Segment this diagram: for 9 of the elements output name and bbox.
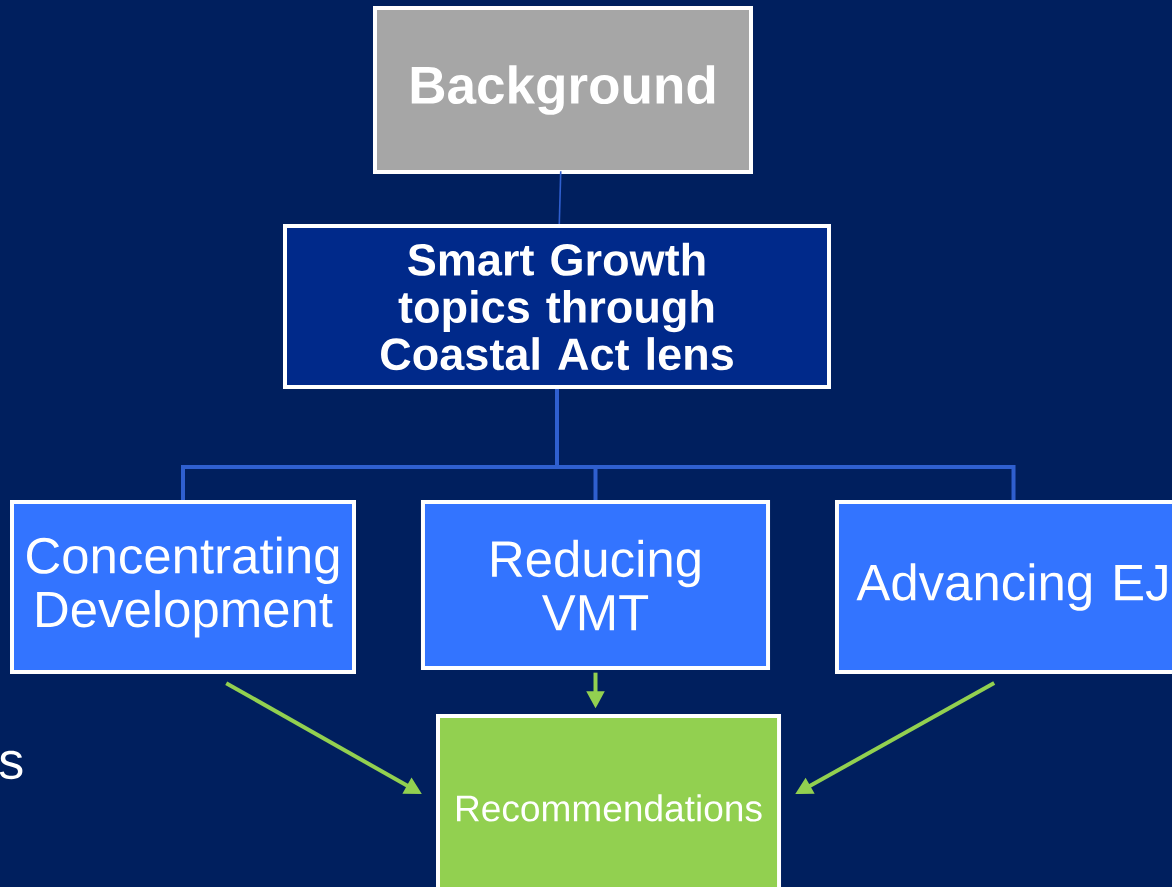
result-box: Recommendations xyxy=(435,714,782,887)
topic-box: Smart Growth topics through Coastal Act lens xyxy=(283,223,831,390)
connector-line xyxy=(555,389,1016,500)
heading-box: Background xyxy=(373,6,753,174)
topic-box: Advancing EJ xyxy=(834,500,1172,674)
connector-line xyxy=(558,170,562,225)
text-fragment: s xyxy=(0,750,23,780)
topic-box: Concentrating Development xyxy=(10,500,356,674)
topic-box: Reducing VMT xyxy=(420,500,771,670)
